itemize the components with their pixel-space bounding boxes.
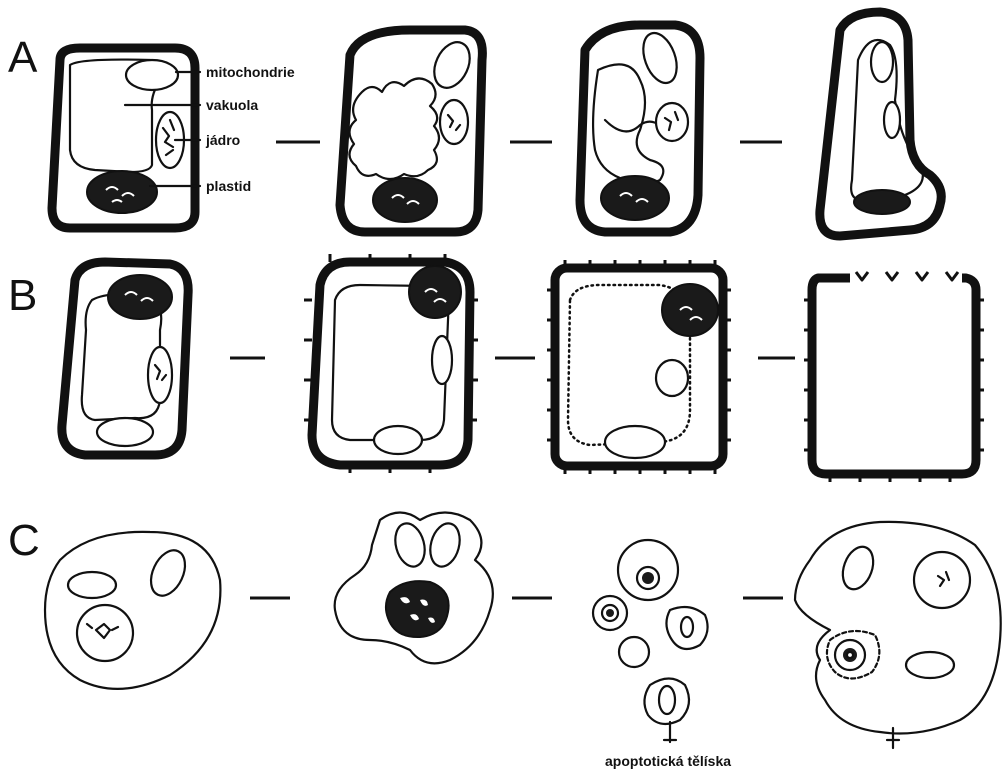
row-label-b: B xyxy=(8,271,37,320)
cell-b3 xyxy=(547,260,731,474)
label-vakuola: vakuola xyxy=(206,97,258,113)
cell-a1 xyxy=(52,48,195,228)
label-jadro: jádro xyxy=(205,132,240,148)
label-plastid: plastid xyxy=(206,178,251,194)
label-apoptoticka-teliska: apoptotická tělíska xyxy=(605,753,731,769)
cell-a4 xyxy=(820,12,941,236)
row-label-a: A xyxy=(8,33,38,82)
cell-b4 xyxy=(804,272,984,482)
cell-b2 xyxy=(304,254,478,473)
cell-c4 xyxy=(795,522,1001,748)
cell-c3-apoptotic-bodies xyxy=(593,540,708,742)
row-label-c: C xyxy=(8,516,40,565)
plastid-shape xyxy=(87,171,157,213)
mitochondrion-shape xyxy=(126,60,178,90)
label-mitochondrie: mitochondrie xyxy=(206,64,295,80)
cell-a3 xyxy=(580,25,700,232)
cell-c2 xyxy=(335,513,493,664)
cell-a2 xyxy=(340,30,482,232)
cell-c1 xyxy=(45,532,220,689)
cell-b1 xyxy=(62,262,188,455)
